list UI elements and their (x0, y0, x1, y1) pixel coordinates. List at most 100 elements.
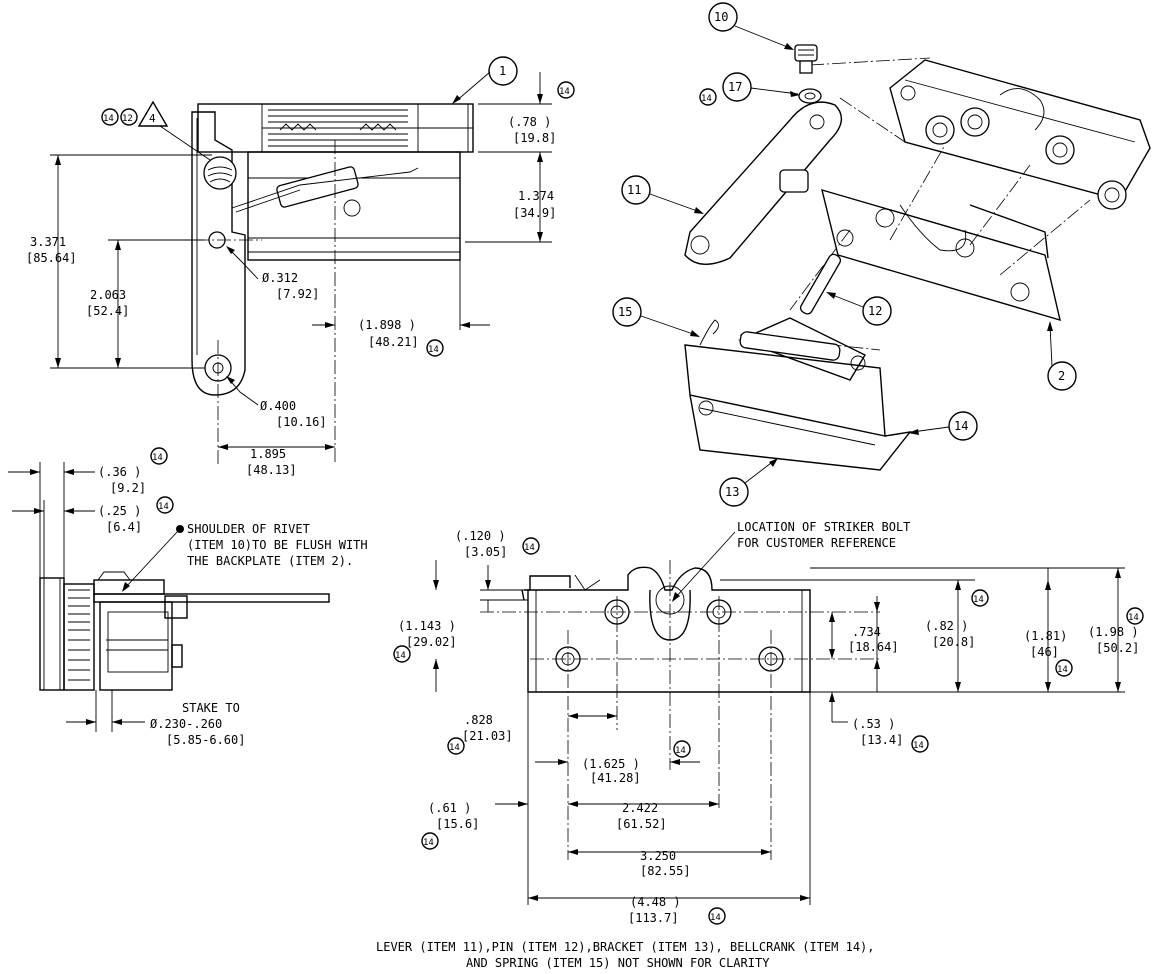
svg-text:14: 14 (428, 345, 439, 355)
dim-400: Ø.400 (260, 399, 296, 413)
flag-12: 12 (122, 114, 133, 124)
svg-text:14: 14 (913, 741, 924, 751)
dim-036-mm: [9.2] (110, 481, 146, 495)
dim-1898-mm: [48.21] (368, 335, 419, 349)
svg-text:14: 14 (675, 746, 686, 756)
dim-734-mm: [18.64] (848, 640, 899, 654)
dim-2422: 2.422 (622, 801, 658, 815)
svg-text:14: 14 (559, 87, 570, 97)
note-shoulder-line2: (ITEM 10)TO BE FLUSH WITH (187, 538, 368, 552)
dim-1143-mm: [29.02] (406, 635, 457, 649)
balloon-14: 14 (908, 411, 978, 441)
svg-text:10: 10 (714, 10, 728, 24)
balloon-17: 17 14 (699, 72, 800, 106)
svg-text:14: 14 (710, 913, 721, 923)
balloon-12: 12 (826, 292, 892, 326)
dim-448-mm: [113.7] (628, 911, 679, 925)
svg-text:14: 14 (158, 502, 169, 512)
balloon-11: 11 (621, 175, 704, 214)
dim-025: (.25 ) (98, 504, 141, 518)
svg-text:1: 1 (499, 64, 506, 78)
svg-text:12: 12 (868, 304, 882, 318)
flag-14-markers: 14 14 14 14 14 14 14 14 14 14 14 14 14 1… (150, 81, 1144, 925)
note-stake-line3: [5.85-6.60] (166, 733, 245, 747)
svg-text:14: 14 (524, 543, 535, 553)
dim-3371-mm: [85.64] (26, 251, 77, 265)
svg-text:14: 14 (1128, 613, 1139, 623)
note-striker-line1: LOCATION OF STRIKER BOLT (737, 520, 910, 534)
dim-828-mm: [21.03] (462, 729, 513, 743)
svg-text:14: 14 (152, 453, 163, 463)
note-striker-line2: FOR CUSTOMER REFERENCE (737, 536, 896, 550)
svg-text:14: 14 (423, 838, 434, 848)
svg-text:14: 14 (449, 743, 460, 753)
footnote-line1: LEVER (ITEM 11),PIN (ITEM 12),BRACKET (I… (376, 940, 875, 954)
dim-025-mm: [6.4] (106, 520, 142, 534)
dim-078: (.78 ) (508, 115, 551, 129)
dim-036: (.36 ) (98, 465, 141, 479)
svg-text:2: 2 (1058, 369, 1065, 383)
dim-734: .734 (852, 625, 881, 639)
dim-448: (4.48 ) (630, 895, 681, 909)
svg-text:14: 14 (1057, 665, 1068, 675)
svg-text:17: 17 (728, 80, 742, 94)
dim-2422-mm: [61.52] (616, 817, 667, 831)
dim-1625: (1.625 ) (582, 757, 640, 771)
side-view: (.36 ) [9.2] (.25 ) [6.4] SHOULDER OF RI… (8, 462, 368, 747)
dim-2063-mm: [52.4] (86, 304, 129, 318)
dim-120-mm: [3.05] (464, 545, 507, 559)
footnote-line2: AND SPRING (ITEM 15) NOT SHOWN FOR CLARI… (466, 956, 770, 970)
dim-082-mm: [20.8] (932, 635, 975, 649)
balloon-1: 1 (488, 56, 518, 86)
balloon-13: 13 (719, 458, 778, 507)
dim-078-mm: [19.8] (513, 131, 556, 145)
svg-text:14: 14 (701, 94, 712, 104)
dim-1143: (1.143 ) (398, 619, 456, 633)
balloon-2: 2 (1047, 321, 1077, 391)
dim-1895-mm: [48.13] (246, 463, 297, 477)
dim-1374-mm: [34.9] (513, 206, 556, 220)
dim-312: Ø.312 (262, 271, 298, 285)
dim-1625-mm: [41.28] (590, 771, 641, 785)
dim-400-mm: [10.16] (276, 415, 327, 429)
plan-view: (.120 ) [3.05] LOCATION OF STRIKER BOLT … (398, 520, 1139, 925)
dim-3250: 3.250 (640, 849, 676, 863)
balloon-15: 15 (612, 297, 700, 337)
balloon-10: 10 (708, 2, 794, 50)
note-stake-line1: STAKE TO (182, 701, 240, 715)
note-shoulder-line3: THE BACKPLATE (ITEM 2). (187, 554, 353, 568)
svg-text:14: 14 (395, 651, 406, 661)
note-stake-line2: Ø.230-.260 (150, 717, 222, 731)
spring-coils (268, 109, 408, 147)
dim-828: .828 (464, 713, 493, 727)
dim-053: (.53 ) (852, 717, 895, 731)
front-view: 3.371 [85.64] 2.063 [52.4] (.78 ) [19.8]… (26, 71, 556, 477)
dim-061: (.61 ) (428, 801, 471, 815)
dim-1895: 1.895 (250, 447, 286, 461)
dim-1898: (1.898 ) (358, 318, 416, 332)
svg-text:15: 15 (618, 305, 632, 319)
dim-120: (.120 ) (455, 529, 506, 543)
dim-198-mm: [50.2] (1096, 641, 1139, 655)
dim-198: (1.98 ) (1088, 625, 1139, 639)
dim-3371: 3.371 (30, 235, 66, 249)
dim-1374: 1.374 (518, 189, 554, 203)
svg-text:13: 13 (725, 485, 739, 499)
dim-2063: 2.063 (90, 288, 126, 302)
dim-082: (.82 ) (925, 619, 968, 633)
flag-14: 14 (103, 114, 114, 124)
svg-text:11: 11 (627, 183, 641, 197)
isometric-exploded-view: 10 17 14 11 12 15 (612, 2, 1151, 507)
dim-181: (1.81) (1024, 629, 1067, 643)
svg-text:14: 14 (954, 419, 968, 433)
note-triangle-4: 4 (149, 112, 156, 125)
note-flags: 14 12 4 (101, 100, 211, 161)
dim-312-mm: [7.92] (276, 287, 319, 301)
dim-053-mm: [13.4] (860, 733, 903, 747)
dim-3250-mm: [82.55] (640, 864, 691, 878)
svg-text:14: 14 (973, 595, 984, 605)
dim-061-mm: [15.6] (436, 817, 479, 831)
dim-181-mm: [46] (1030, 645, 1059, 659)
note-shoulder-line1: SHOULDER OF RIVET (187, 522, 310, 536)
